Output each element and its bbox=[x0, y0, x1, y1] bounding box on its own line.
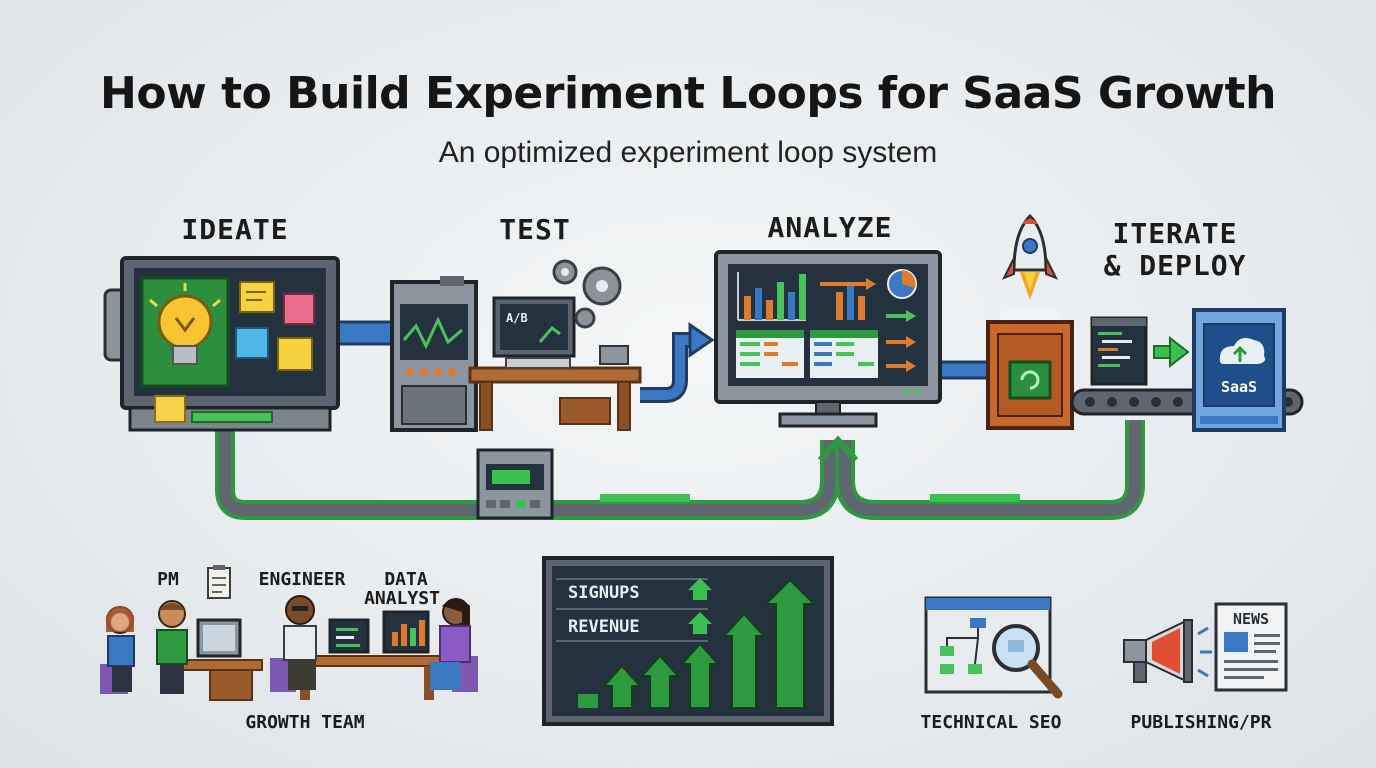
rocket-icon bbox=[1000, 213, 1060, 326]
team-label-data: DATA bbox=[384, 569, 428, 590]
sticky-notes-icon bbox=[235, 281, 315, 371]
growth-team-label: GROWTH TEAM bbox=[245, 712, 365, 733]
person-pm-avatar bbox=[100, 606, 135, 694]
megaphone-icon bbox=[1123, 619, 1212, 683]
stage-label-analyze: ANALYZE bbox=[767, 211, 893, 244]
team-label-analyst: ANALYST bbox=[364, 588, 440, 609]
stage-label-deploy: & DEPLOY bbox=[1103, 249, 1247, 282]
team-desk-left bbox=[177, 618, 263, 701]
team-label-engineer: ENGINEER bbox=[258, 569, 346, 590]
code-window-icon bbox=[1090, 316, 1148, 386]
analyze-arrows bbox=[820, 278, 916, 372]
team-label-pm: PM bbox=[157, 569, 179, 590]
person-data-engineer-avatar bbox=[270, 595, 317, 692]
person-data-analyst-avatar bbox=[430, 598, 478, 692]
news-label: NEWS bbox=[1233, 610, 1269, 628]
clipboard-icon bbox=[207, 565, 231, 599]
conveyor-loop bbox=[215, 420, 1145, 520]
person-engineer-avatar bbox=[156, 600, 188, 694]
belt-control-box bbox=[476, 448, 554, 520]
saas-server: SaaS bbox=[1192, 308, 1286, 432]
deploy-crate bbox=[986, 320, 1074, 430]
gears-icon bbox=[552, 259, 622, 329]
lightbulb-icon bbox=[149, 283, 221, 365]
spreadsheet-icon bbox=[736, 330, 878, 378]
ab-test-label: A/B bbox=[506, 311, 528, 325]
technical-seo-icon bbox=[924, 596, 1063, 699]
metric-revenue-label: REVENUE bbox=[568, 617, 640, 637]
metric-signups-label: SIGNUPS bbox=[568, 583, 640, 603]
technical-seo-label: TECHNICAL SEO bbox=[920, 712, 1062, 733]
deploy-arrow-icon bbox=[1153, 335, 1190, 369]
test-machine bbox=[390, 276, 478, 432]
newspaper-icon: NEWS bbox=[1214, 602, 1288, 692]
stage-label-test: TEST bbox=[499, 213, 571, 246]
test-desk: A/B bbox=[468, 296, 642, 431]
stage-label-ideate: IDEATE bbox=[181, 213, 289, 246]
analyze-bar-chart bbox=[737, 272, 865, 321]
page-subtitle: An optimized experiment loop system bbox=[438, 136, 938, 169]
growth-arrows-chart bbox=[578, 578, 817, 709]
stage-label-iterate: ITERATE bbox=[1112, 217, 1238, 250]
publishing-pr-label: PUBLISHING/PR bbox=[1130, 712, 1272, 733]
saas-label: SaaS bbox=[1221, 378, 1257, 396]
page-title: How to Build Experiment Loops for SaaS G… bbox=[100, 68, 1276, 119]
pie-chart-icon bbox=[887, 269, 917, 299]
